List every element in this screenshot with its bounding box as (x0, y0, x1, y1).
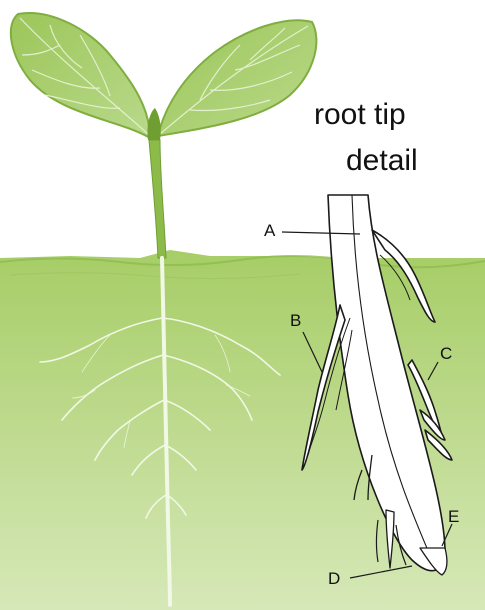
left-cotyledon (11, 13, 150, 138)
label-b: B (290, 312, 301, 329)
stem (149, 140, 166, 258)
terminal-bud (147, 108, 160, 140)
label-c: C (440, 345, 452, 362)
title-line-1: root tip (314, 100, 406, 130)
label-d: D (328, 570, 340, 587)
label-a: A (264, 222, 275, 239)
title-line-2: detail (346, 146, 418, 176)
label-e: E (448, 508, 459, 525)
right-cotyledon (158, 20, 316, 136)
